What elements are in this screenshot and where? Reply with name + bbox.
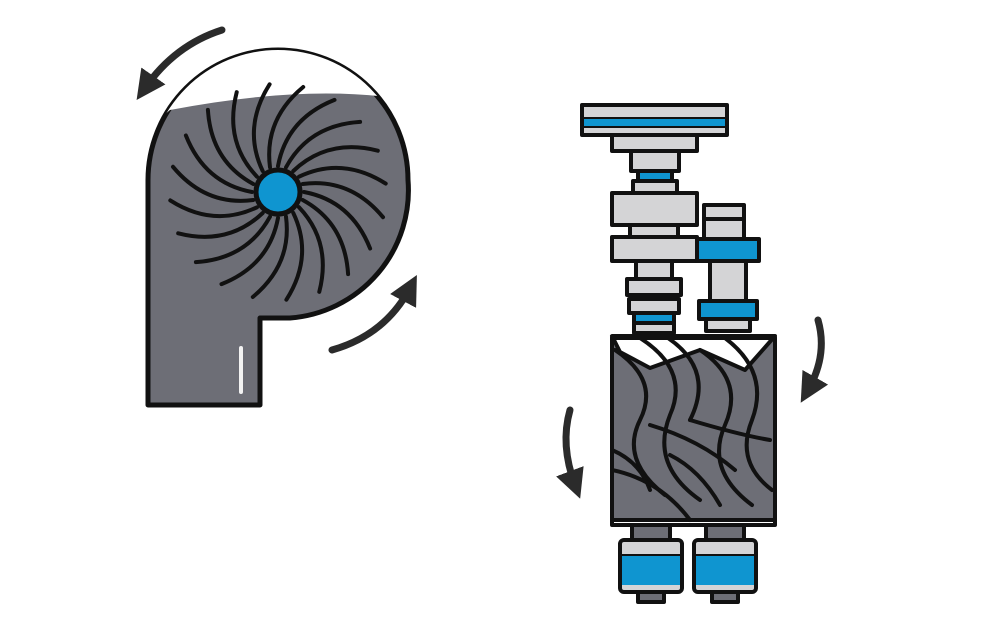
impeller-blade — [276, 97, 337, 168]
impeller-blade — [183, 133, 254, 194]
impeller-blade — [176, 211, 265, 239]
impeller-blade — [297, 205, 325, 294]
screw-lobes — [612, 338, 774, 522]
rotation-arrow-top-icon — [136, 26, 226, 101]
impeller-blade — [297, 165, 388, 186]
impeller-blade — [250, 214, 289, 299]
gear-block-upper — [610, 191, 699, 227]
rotation-arrow-right-down-icon — [800, 316, 829, 403]
rotation-arrow-left-down-icon — [556, 406, 584, 499]
impeller-blade — [284, 211, 305, 302]
impeller-blade — [171, 164, 256, 203]
impeller-blade — [168, 198, 259, 219]
impeller-hub — [253, 167, 303, 217]
gear-block-lower — [610, 235, 699, 263]
twin-screw-compressor — [580, 103, 777, 604]
impeller-blade — [300, 181, 385, 220]
impeller-blade — [231, 90, 259, 179]
motor-plate-stripe — [584, 118, 725, 127]
impeller-blade — [284, 119, 363, 170]
shaft-collar — [610, 133, 699, 153]
impeller-blade — [219, 216, 280, 287]
impeller-blade — [251, 82, 272, 173]
impeller-blade — [302, 190, 373, 251]
lower-collar — [625, 277, 683, 297]
impeller-blades — [168, 82, 388, 302]
drive-cap — [702, 203, 746, 221]
centrifugal-blower — [136, 26, 417, 408]
impeller-blade — [291, 145, 380, 173]
impeller-blade — [267, 85, 306, 170]
drive-gear — [695, 237, 761, 263]
rotation-arrow-right-icon — [328, 275, 417, 354]
impeller-blade — [300, 198, 351, 277]
drive-base — [697, 299, 759, 321]
impeller-blade — [193, 214, 272, 265]
shaft-section — [629, 149, 681, 173]
impeller-blade — [205, 107, 256, 186]
